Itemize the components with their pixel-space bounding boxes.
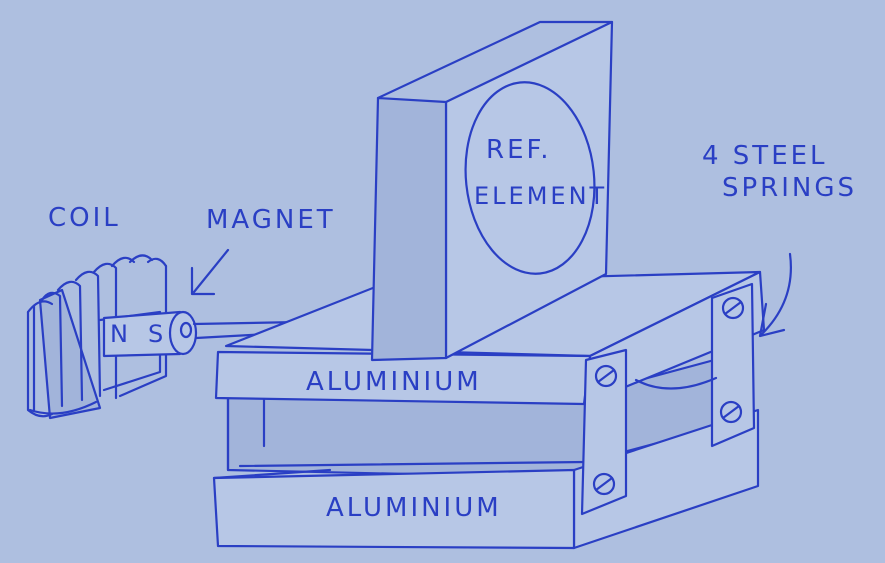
magnet-label: MAGNET <box>206 205 336 235</box>
magnet-arrow-icon <box>190 248 230 296</box>
reference-element-disc <box>464 81 596 275</box>
springs-arrow-icon <box>758 252 792 338</box>
springs-label-line1: 4 STEEL <box>702 141 828 171</box>
magnet-north-pole: N <box>110 320 131 348</box>
screw-icon <box>721 296 745 320</box>
plate-top-label: ALUMINIUM <box>306 367 482 397</box>
coil <box>26 254 168 420</box>
reference-element-label-line1: REF. <box>486 135 552 165</box>
screw-icon <box>719 400 743 424</box>
steel-spring-rear <box>710 282 756 448</box>
springs-label-line2: SPRINGS <box>722 173 857 203</box>
screw-icon <box>594 364 618 388</box>
plate-bottom-label: ALUMINIUM <box>326 493 502 523</box>
steel-spring-front <box>580 348 628 516</box>
coil-label: COIL <box>48 203 121 233</box>
reference-element-label-line2: ELEMENT <box>474 182 607 210</box>
springs-bracket <box>634 376 718 390</box>
reference-element-block <box>370 20 614 362</box>
magnet <box>102 310 198 358</box>
magnet-south-pole: S <box>148 320 166 348</box>
screw-icon <box>592 472 616 496</box>
